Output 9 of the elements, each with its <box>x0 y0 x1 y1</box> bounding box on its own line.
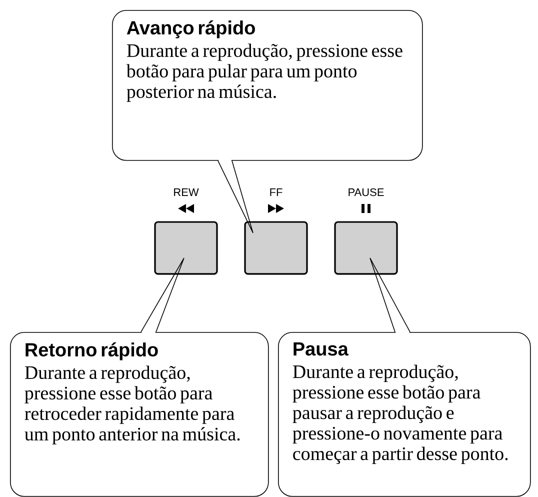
button-label: FF <box>270 188 282 196</box>
button-label: REW <box>174 188 199 196</box>
callout-tail <box>218 160 254 234</box>
callout-tail <box>370 258 410 332</box>
callout-box: Pausa Durante a reprodução, pressione esse botão para pausar a reprodução e pressione-o novamente para começar a partir desse ponto. <box>278 332 531 497</box>
callout-tail <box>140 258 184 332</box>
callout-box: Avanço rápido Durante a reprodução, pressione esse botão para pular para um ponto posterior na música. <box>112 10 423 161</box>
button-label: PAUSE <box>348 188 384 196</box>
callout-box: Retorno rápido Durante a reprodução, pressione esse botão para retroceder rapidamente para um ponto anterior na música. <box>10 332 269 497</box>
